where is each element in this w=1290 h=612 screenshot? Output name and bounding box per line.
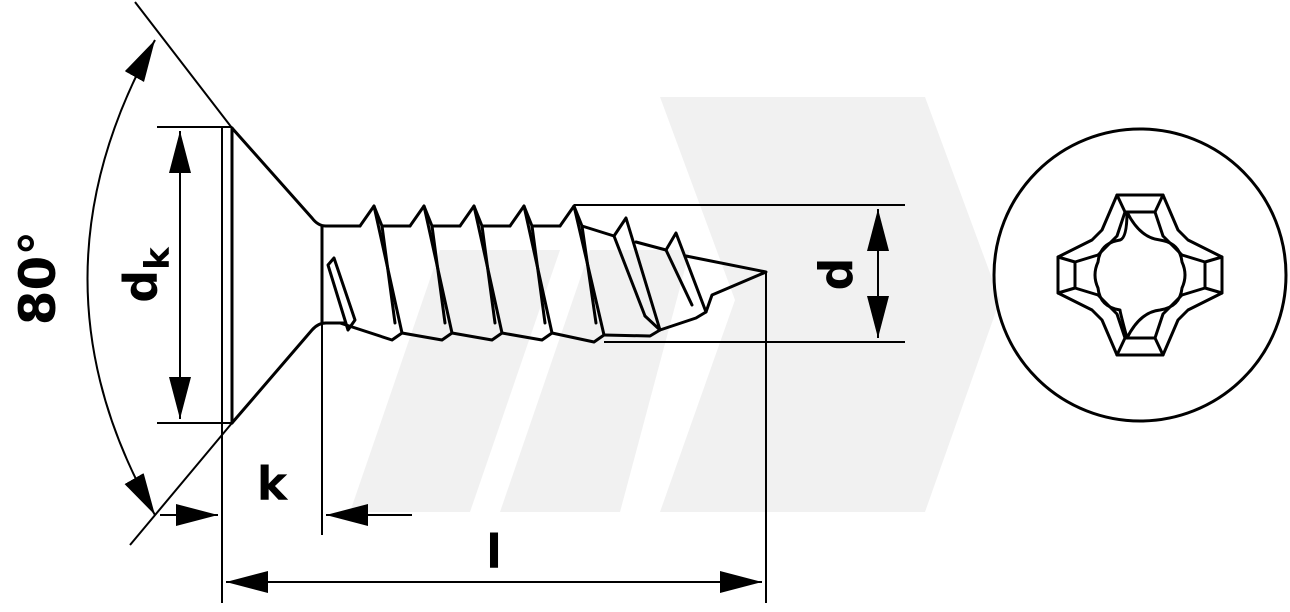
svg-text:dk: dk — [114, 246, 178, 303]
angle-extension-lower — [129, 422, 233, 546]
screw-head — [221, 126, 328, 425]
dk-label: dk — [114, 246, 178, 303]
d-label: d — [810, 258, 864, 291]
dk-label-subscript: k — [138, 246, 178, 270]
angle-label: 80° — [9, 231, 67, 326]
k-label: k — [257, 457, 289, 511]
l-label: l — [486, 525, 502, 579]
angle-extension-upper — [134, 1, 233, 129]
dk-label-main: d — [114, 270, 168, 303]
screw-threads — [324, 204, 768, 344]
watermark-logo — [350, 97, 1000, 512]
angle-dimension-arc — [86, 39, 156, 516]
pozidriv-cross-recess-icon — [992, 127, 1288, 423]
